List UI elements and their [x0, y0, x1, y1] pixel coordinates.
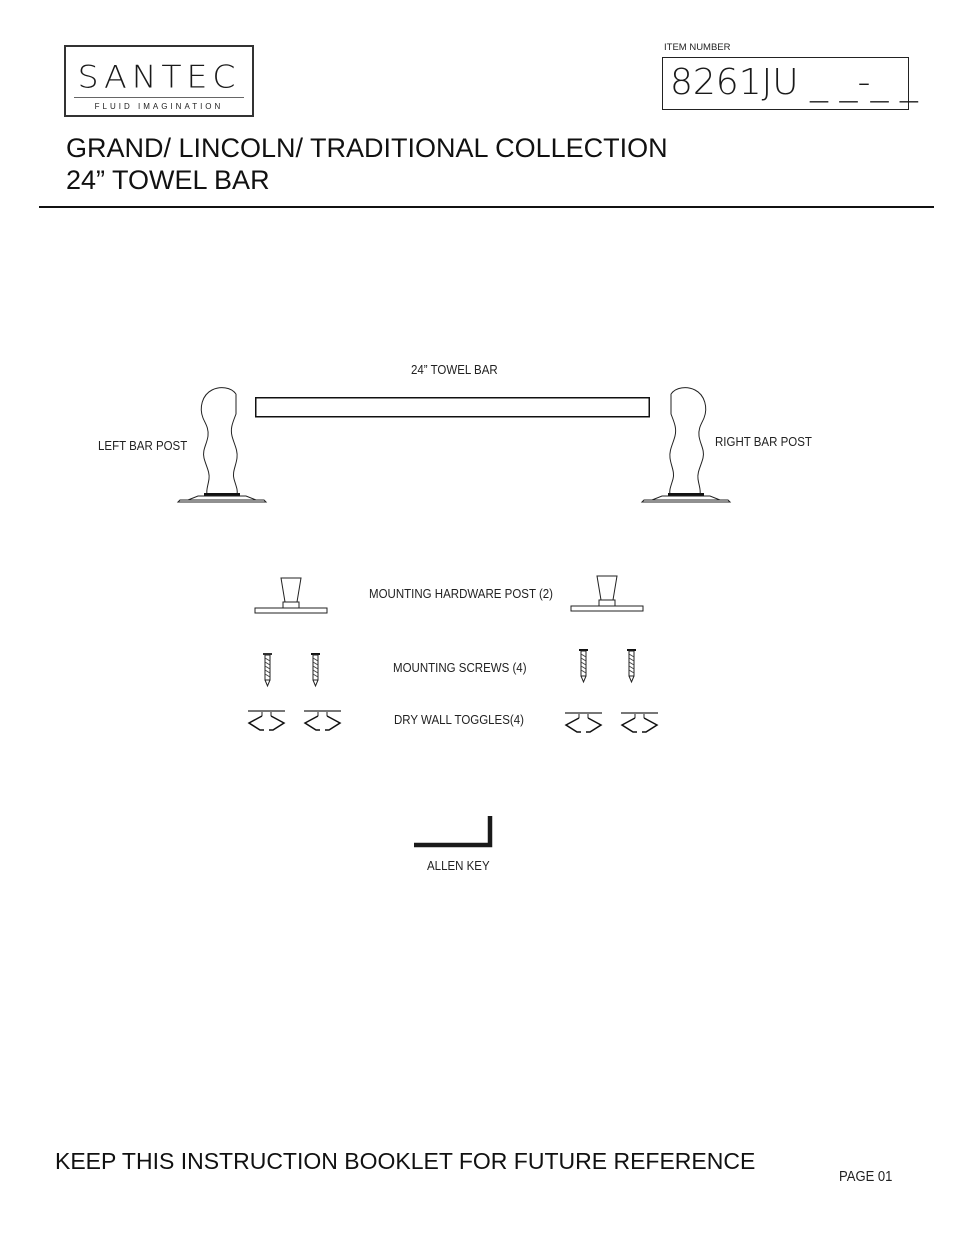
right-post-label: RIGHT BAR POST	[715, 435, 812, 449]
logo-divider	[74, 97, 244, 98]
drywall-toggles-right-icon	[564, 712, 659, 733]
towel-bar-label: 24” TOWEL BAR	[411, 363, 498, 377]
brand-tagline: FLUID IMAGINATION	[94, 102, 224, 111]
item-number-box: 8261JU _ _-_ _	[662, 57, 918, 110]
mounting-screws-left-icon	[263, 653, 320, 688]
page-number: PAGE 01	[839, 1169, 893, 1185]
allen-key-icon	[414, 816, 493, 848]
left-post-label: LEFT BAR POST	[98, 439, 188, 453]
page-subtitle: 24” TOWEL BAR	[66, 165, 270, 195]
footer-note: KEEP THIS INSTRUCTION BOOKLET FOR FUTURE…	[55, 1148, 756, 1174]
towel-bar-icon	[255, 397, 650, 418]
brand-logo: SANTEC FLUID IMAGINATION	[64, 45, 254, 117]
mounting-screws-right-icon	[579, 649, 636, 684]
mounting-post-right-icon	[570, 575, 644, 612]
left-bar-post-icon	[176, 387, 268, 503]
page-title: GRAND/ LINCOLN/ TRADITIONAL COLLECTION	[66, 133, 668, 163]
drywall-toggles-left-icon	[247, 710, 342, 731]
item-number-label: ITEM NUMBER	[664, 42, 731, 53]
allen-key-label: ALLEN KEY	[427, 859, 490, 873]
drywall-toggles-label: DRY WALL TOGGLES(4)	[394, 713, 524, 727]
right-bar-post-icon	[640, 387, 732, 503]
header-divider	[39, 206, 934, 208]
brand-name: SANTEC	[77, 57, 241, 96]
item-number-value: 8261JU _ _-_ _	[670, 62, 918, 103]
mounting-post-left-icon	[254, 577, 328, 614]
mounting-screws-label: MOUNTING SCREWS (4)	[393, 661, 527, 675]
mounting-post-label: MOUNTING HARDWARE POST (2)	[369, 587, 554, 601]
